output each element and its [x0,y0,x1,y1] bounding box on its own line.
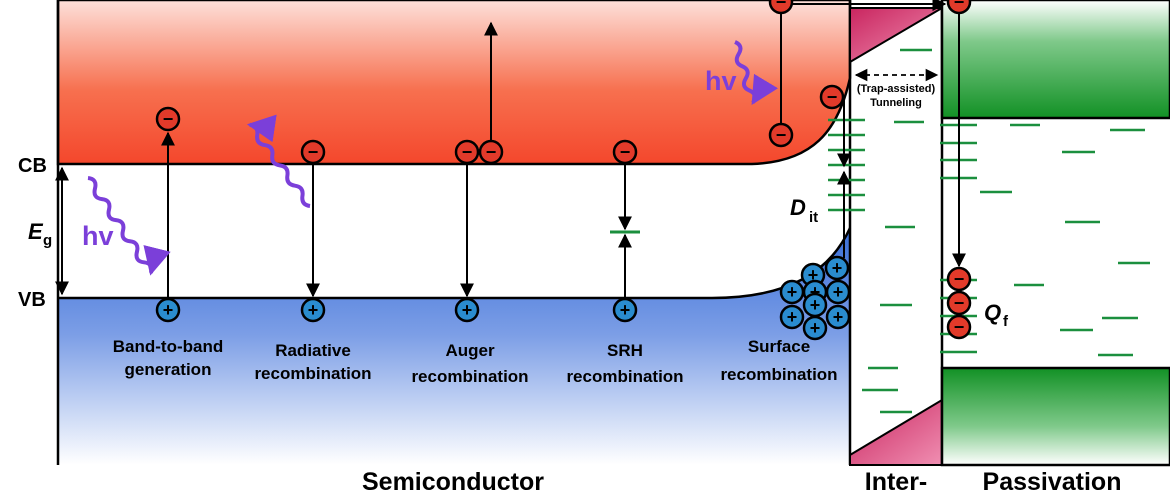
svg-text:−: − [163,109,174,129]
svg-text:+: + [810,318,821,338]
svg-text:−: − [620,142,631,162]
electron-5: − [768,122,794,148]
mechanism-label-radiative-2: recombination [254,364,371,383]
process-arrows [161,0,966,310]
dit-trap-stack [828,118,865,212]
svg-text:−: − [776,125,787,145]
hole-0: + [155,297,181,323]
tunneling-label-2: Tunneling [870,97,922,109]
cb-label: CB [18,155,47,177]
electron-9: − [946,266,972,292]
photon-label-generation: hv [82,221,114,251]
svg-text:+: + [833,282,844,302]
electron-3: − [478,139,504,165]
dit-label: D [790,195,806,220]
electron-11: − [946,314,972,340]
mechanism-label-surface-2: recombination [720,365,837,384]
interlayer-charge-top [849,7,946,64]
hole-2: + [454,297,480,323]
hole-3: + [612,297,638,323]
hole-6: + [779,279,805,305]
photon-surface [734,40,779,106]
svg-text:+: + [787,307,798,327]
hole-5: + [824,255,850,281]
trap-levels [862,48,1150,414]
svg-text:−: − [486,142,497,162]
qf-label: Q [984,300,1001,325]
interlayer-charge-bottom [849,398,943,466]
hole-8: + [825,279,851,305]
svg-text:−: − [954,293,965,313]
electron-1: − [300,139,326,165]
svg-text:−: − [954,317,965,337]
photon-label-surface: hv [705,66,737,96]
qf-sub-label: f [1003,313,1009,330]
svg-text:+: + [833,307,844,327]
electron-4: − [612,139,638,165]
mechanism-label-auger: Auger [445,341,495,360]
region-label-passivation: Passivation [983,468,1122,496]
photon-generation [87,176,171,276]
passivation-valence-band [940,366,1170,467]
hole-11: + [825,304,851,330]
svg-text:+: + [808,265,819,285]
mechanism-label-surface: Surface [748,337,810,356]
vb-label: VB [18,289,46,311]
svg-text:+: + [832,258,843,278]
svg-text:−: − [827,87,838,107]
passivation-conduction-band [940,0,1170,120]
mechanism-label-band-to-band-2: generation [125,360,212,379]
hole-1: + [300,297,326,323]
eg-label: E [28,219,44,244]
region-label-interlayer: Inter- [865,468,928,496]
svg-text:−: − [954,0,965,12]
svg-text:+: + [462,300,473,320]
electron-2: − [454,139,480,165]
electron-10: − [946,290,972,316]
valence-band [58,228,850,465]
photon-radiative [246,114,311,208]
svg-text:+: + [163,300,174,320]
region-label-semiconductor: Semiconductor [362,468,544,496]
mechanism-label-radiative: Radiative [275,341,351,360]
mechanism-label-srh: SRH [607,341,643,360]
valence-band-edge [58,227,852,300]
electron-0: − [155,106,181,132]
mechanism-label-srh-2: recombination [566,367,683,386]
electrons: −−−−−−−−−−−− [155,0,972,340]
hole-10: + [802,292,828,318]
eg-sub-label: g [43,232,52,249]
svg-text:−: − [308,142,319,162]
electron-8: − [946,0,972,15]
hole-12: + [802,315,828,341]
dit-sub-label: it [809,209,818,226]
electron-7: − [819,84,845,110]
svg-text:−: − [954,269,965,289]
svg-text:−: − [462,142,473,162]
mechanism-label-band-to-band: Band-to-band [113,337,223,356]
svg-text:+: + [308,300,319,320]
tunneling-label: (Trap-assisted) [857,83,936,95]
svg-text:+: + [810,295,821,315]
svg-text:−: − [776,0,787,12]
hole-9: + [779,304,805,330]
svg-text:+: + [787,282,798,302]
mechanism-label-auger-2: recombination [411,367,528,386]
holes: +++++++++++++ [155,255,851,341]
electron-6: − [768,0,794,15]
svg-text:+: + [810,282,821,302]
svg-text:+: + [620,300,631,320]
